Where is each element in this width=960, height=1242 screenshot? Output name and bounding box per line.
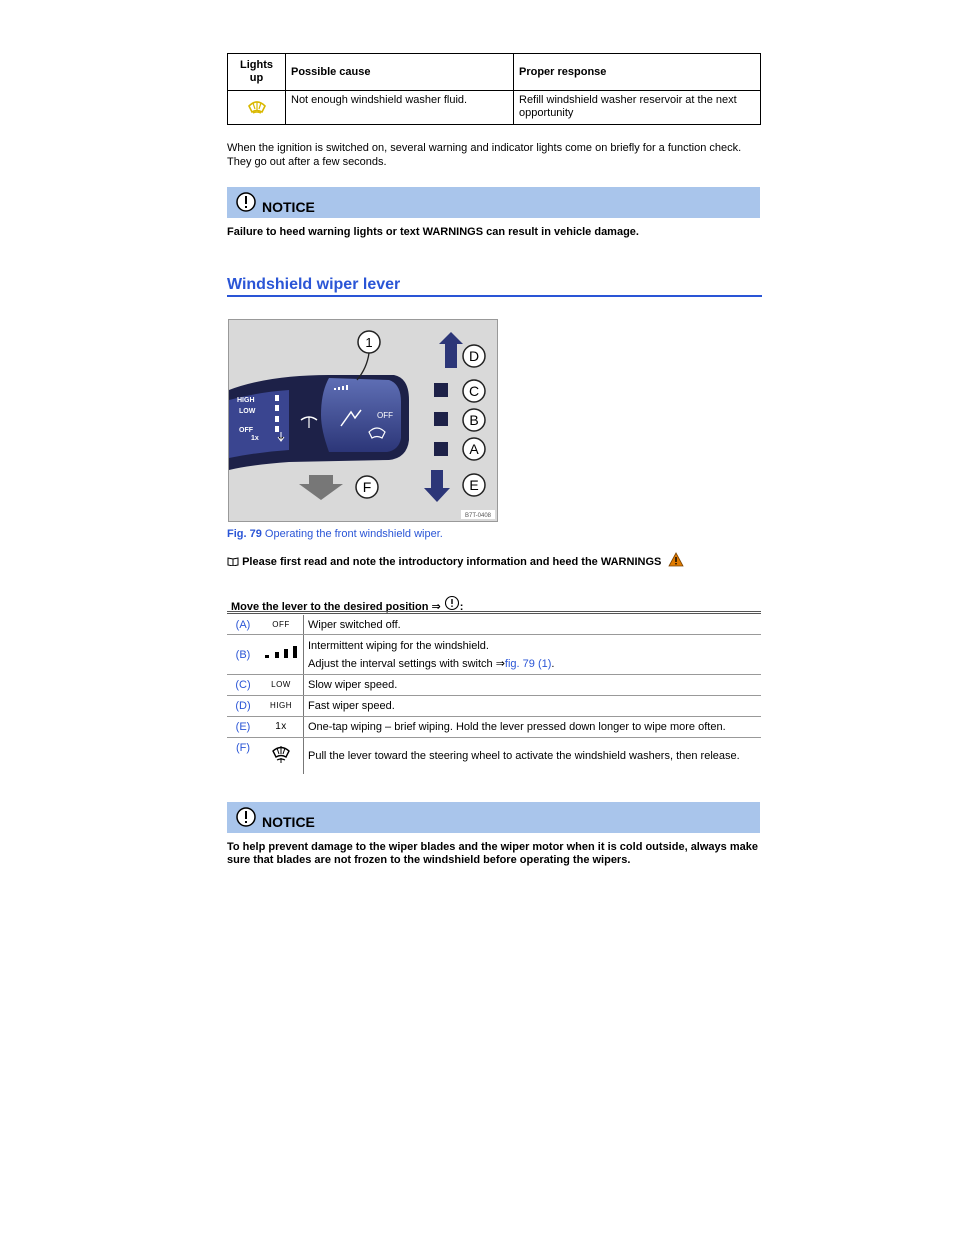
position-symbol-low: LOW <box>259 674 304 696</box>
section-title: Windshield wiper lever <box>227 276 762 297</box>
interval-settings-text: Adjust the interval settings with switch… <box>308 657 505 670</box>
callout-c: C <box>469 383 479 399</box>
notice-body: Failure to heed warning lights or text W… <box>227 226 639 238</box>
proper-response-cell: Refill windshield washer reservoir at th… <box>513 90 761 125</box>
arrow-down-f <box>299 475 343 500</box>
position-key: (F) <box>235 742 251 754</box>
move-lever-suffix: : <box>459 601 464 613</box>
notice-body: To help prevent damage to the wiper blad… <box>227 841 758 866</box>
position-description-line1: Intermittent wiping for the windshield. <box>308 639 489 652</box>
table-row: (A) OFF Wiper switched off. <box>227 615 761 635</box>
possible-cause-cell: Not enough windshield washer fluid. <box>285 90 514 125</box>
position-symbol-interval <box>259 634 304 675</box>
header-possible-cause: Possible cause <box>285 53 514 91</box>
arrow-down-e <box>424 470 450 502</box>
windshield-washer-fluid-icon <box>247 100 266 114</box>
lever-label-off: OFF <box>239 427 254 434</box>
position-key: (D) <box>227 695 259 717</box>
lever-off-label: OFF <box>377 411 393 420</box>
interval-wipe-icon <box>265 646 297 658</box>
notice-title: NOTICE <box>262 814 315 830</box>
position-key: (E) <box>227 716 259 738</box>
callout-1: 1 <box>365 335 372 350</box>
table-row: (C) LOW Slow wiper speed. <box>227 674 761 696</box>
move-lever-instruction: Move the lever to the desired position ⇒… <box>231 595 463 613</box>
intro-paragraph: When the ignition is switched on, severa… <box>227 142 742 168</box>
callout-b: B <box>469 412 478 428</box>
position-description: One-tap wiping – brief wiping. Hold the … <box>303 716 761 738</box>
warning-lights-table: Lights up Possible cause Proper response… <box>227 53 761 125</box>
marker-c <box>434 383 448 397</box>
lever-label-low: LOW <box>239 408 256 415</box>
position-description: Fast wiper speed. <box>303 695 761 717</box>
figure-link[interactable]: fig. 79 (1) <box>504 657 552 670</box>
washer-fluid-warning-cell <box>227 90 286 125</box>
exclamation-circle-icon <box>444 595 459 611</box>
wiper-positions-table: (A) OFF Wiper switched off. (B) Intermit… <box>227 615 761 774</box>
wiper-lever-illustration: 1 HIGH LOW OFF 1x OFF D C B <box>229 320 497 521</box>
divider <box>227 611 761 614</box>
lever-label-high: HIGH <box>237 397 255 404</box>
header-proper-response: Proper response <box>513 53 761 91</box>
position-description: Intermittent wiping for the windshield. … <box>303 634 761 675</box>
link-suffix: . <box>551 657 555 670</box>
callout-f: F <box>363 479 372 495</box>
table-row: Not enough windshield washer fluid. Refi… <box>227 90 761 125</box>
move-lever-text: Move the lever to the desired position ⇒ <box>231 601 441 613</box>
read-note: Please first read and note the introduct… <box>227 552 685 568</box>
notice-title: NOTICE <box>262 199 315 215</box>
warning-triangle-icon <box>668 552 685 567</box>
notice-banner: NOTICE <box>227 187 760 218</box>
position-symbol-1x: 1x <box>259 716 304 738</box>
position-symbol-off: OFF <box>259 615 304 635</box>
marker-a <box>434 442 448 456</box>
table-row: (F) Pull the lever toward the steering w… <box>227 737 761 774</box>
wiper-lever-figure: 1 HIGH LOW OFF 1x OFF D C B <box>228 319 498 522</box>
table-row: (B) Intermittent wiping for the windshie… <box>227 634 761 675</box>
position-description-line2: Adjust the interval settings with switch… <box>308 657 757 671</box>
arrow-up-d <box>439 332 463 368</box>
table-row: (E) 1x One-tap wiping – brief wiping. Ho… <box>227 716 761 738</box>
notice-banner: NOTICE <box>227 802 760 833</box>
exclamation-circle-icon <box>236 807 256 827</box>
exclamation-circle-icon <box>236 192 256 212</box>
position-description: Pull the lever toward the steering wheel… <box>308 749 740 762</box>
table-row: (D) HIGH Fast wiper speed. <box>227 695 761 717</box>
position-key: (C) <box>227 674 259 696</box>
position-key: (B) <box>227 634 259 675</box>
lever-label-1x: 1x <box>251 435 259 442</box>
header-lights-up: Lights up <box>227 53 286 91</box>
figure-caption: Fig. 79 Operating the front windshield w… <box>227 528 443 540</box>
callout-a: A <box>469 441 479 457</box>
callout-e: E <box>469 477 478 493</box>
position-description: Slow wiper speed. <box>303 674 761 696</box>
book-icon <box>227 557 239 567</box>
figure-number: Fig. 79 <box>227 528 262 540</box>
position-symbol-washer <box>259 737 304 774</box>
position-description: Wiper switched off. <box>303 615 761 635</box>
windshield-washer-icon <box>272 746 290 764</box>
position-symbol-high: HIGH <box>259 695 304 717</box>
figure-caption-text: Operating the front windshield wiper. <box>264 528 443 540</box>
figure-code: B7T-0408 <box>465 513 492 519</box>
read-note-text: Please first read and note the introduct… <box>242 556 662 568</box>
table-header-row: Lights up Possible cause Proper response <box>227 53 761 91</box>
callout-d: D <box>469 348 479 364</box>
position-key: (A) <box>227 615 259 635</box>
marker-b <box>434 412 448 426</box>
